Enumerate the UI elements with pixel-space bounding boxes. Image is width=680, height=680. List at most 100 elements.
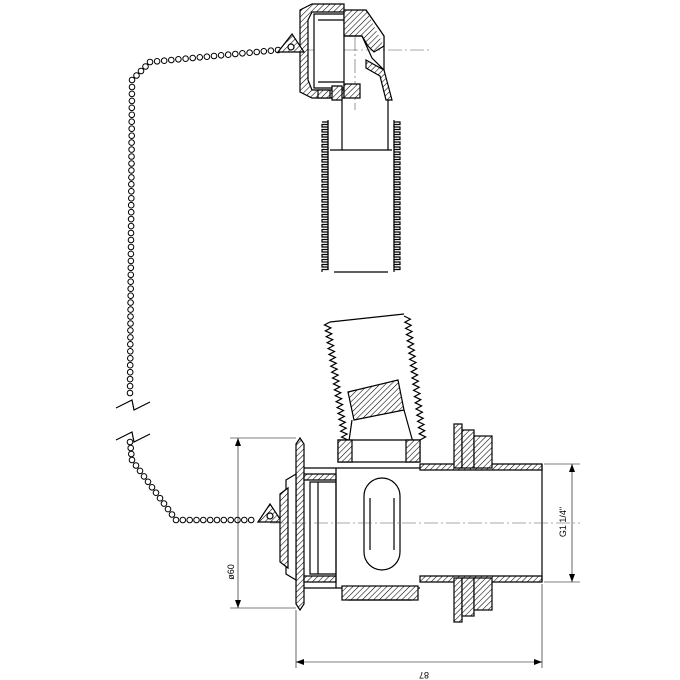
hose-corrugation-right-top — [393, 121, 401, 272]
chain-bead — [128, 160, 135, 167]
chain-bead — [203, 53, 211, 61]
chain-bead — [241, 516, 248, 524]
chain-bead — [128, 125, 135, 132]
chain-bead — [126, 361, 134, 369]
chain-bead — [128, 450, 135, 458]
chain-bead — [127, 313, 134, 320]
chain-bead — [153, 58, 161, 65]
chain-bead — [126, 375, 134, 383]
chain-bead — [220, 516, 228, 524]
chain-bead — [127, 348, 134, 355]
chain-bead — [128, 456, 136, 464]
chain-bead — [224, 51, 232, 59]
chain-bead — [127, 264, 135, 272]
chain-bead — [127, 299, 134, 306]
chain-bead — [127, 320, 134, 327]
chain-bead — [239, 50, 246, 57]
chain-bead — [142, 63, 149, 70]
plug-chain — [126, 46, 282, 524]
chain-bead — [128, 83, 136, 91]
chain-bead — [168, 56, 175, 64]
chain-bead — [175, 56, 182, 63]
chain-bead — [128, 174, 135, 181]
chain-bead — [189, 54, 196, 62]
chain-bead — [128, 111, 136, 119]
elbow-wall-right — [365, 58, 393, 101]
chain-bead — [200, 516, 207, 524]
chain-bead — [127, 201, 135, 209]
chain-bead — [186, 516, 193, 524]
chain-bead — [172, 516, 180, 524]
clamp-plate-top — [453, 423, 463, 469]
chain-bead — [128, 195, 135, 202]
chain-bead — [126, 438, 134, 446]
chain-bead — [127, 257, 135, 265]
hose-corrugation-right-bottom — [403, 315, 427, 441]
waste-flange — [295, 436, 305, 612]
chain-break-marks — [115, 399, 151, 443]
hose-corrugation-left-top — [321, 121, 329, 272]
chain-bead — [193, 516, 200, 524]
chain-bead — [127, 444, 134, 452]
chain-bead — [210, 52, 218, 60]
chain-bead — [127, 306, 134, 313]
chain-anchor-top — [276, 32, 306, 53]
chain-bead — [168, 511, 176, 518]
thread-label: G1 1/4" — [558, 507, 568, 537]
chain-bead — [128, 104, 136, 112]
elbow-wall-left — [331, 85, 343, 101]
chain-bead — [127, 208, 135, 216]
chain-bead — [128, 139, 135, 146]
chain-bead — [213, 516, 221, 524]
chain-bead — [247, 516, 255, 524]
chain-bead — [127, 222, 135, 230]
chain-bead — [128, 153, 135, 160]
diameter-label: ø60 — [226, 564, 236, 580]
chain-bead — [132, 462, 140, 469]
chain-bead — [127, 341, 134, 348]
chain-bead — [127, 327, 134, 334]
chain-bead — [133, 72, 140, 79]
bottom-gasket — [341, 585, 419, 601]
chain-bead — [182, 55, 189, 63]
chain-bead — [128, 167, 135, 174]
chain-bead — [127, 229, 135, 237]
chain-bead — [126, 382, 134, 390]
chain-bead — [246, 49, 253, 57]
chain-bead — [160, 500, 168, 507]
chain-bead — [127, 215, 135, 223]
chain-bead — [126, 368, 134, 376]
clamp-nut-bottom — [473, 577, 493, 611]
chain-bead — [128, 132, 135, 139]
chain-bead — [127, 285, 134, 293]
chain-bead — [206, 516, 214, 524]
chain-bead — [127, 250, 135, 258]
chain-bead — [140, 473, 148, 480]
clamp-plate-bottom — [453, 577, 463, 623]
chain-bead — [160, 57, 168, 65]
dimension-length: 87 — [295, 584, 543, 680]
chain-bead — [232, 50, 239, 58]
overflow-housing-bottom — [343, 83, 361, 99]
chain-bead — [217, 52, 225, 59]
chain-bead — [128, 188, 135, 195]
dimension-thread: G1 1/4" — [544, 463, 580, 583]
chain-bead — [128, 146, 135, 153]
chain-bead — [127, 236, 135, 244]
chain-bead — [127, 271, 135, 279]
chain-bead — [137, 67, 145, 75]
chain-bead — [127, 355, 134, 362]
overflow-slot — [363, 477, 401, 571]
chain-bead — [136, 467, 144, 475]
chain-bead — [127, 243, 135, 251]
chain-bead — [127, 292, 134, 300]
chain-bead — [196, 54, 204, 61]
clamp-nut-top — [473, 435, 493, 469]
hose-nipple — [347, 379, 405, 421]
chain-bead — [253, 48, 261, 56]
chain-bead — [146, 58, 154, 66]
chain-bead — [148, 484, 156, 491]
hose-corrugation-left-bottom — [323, 321, 349, 441]
chain-bead — [127, 278, 134, 286]
